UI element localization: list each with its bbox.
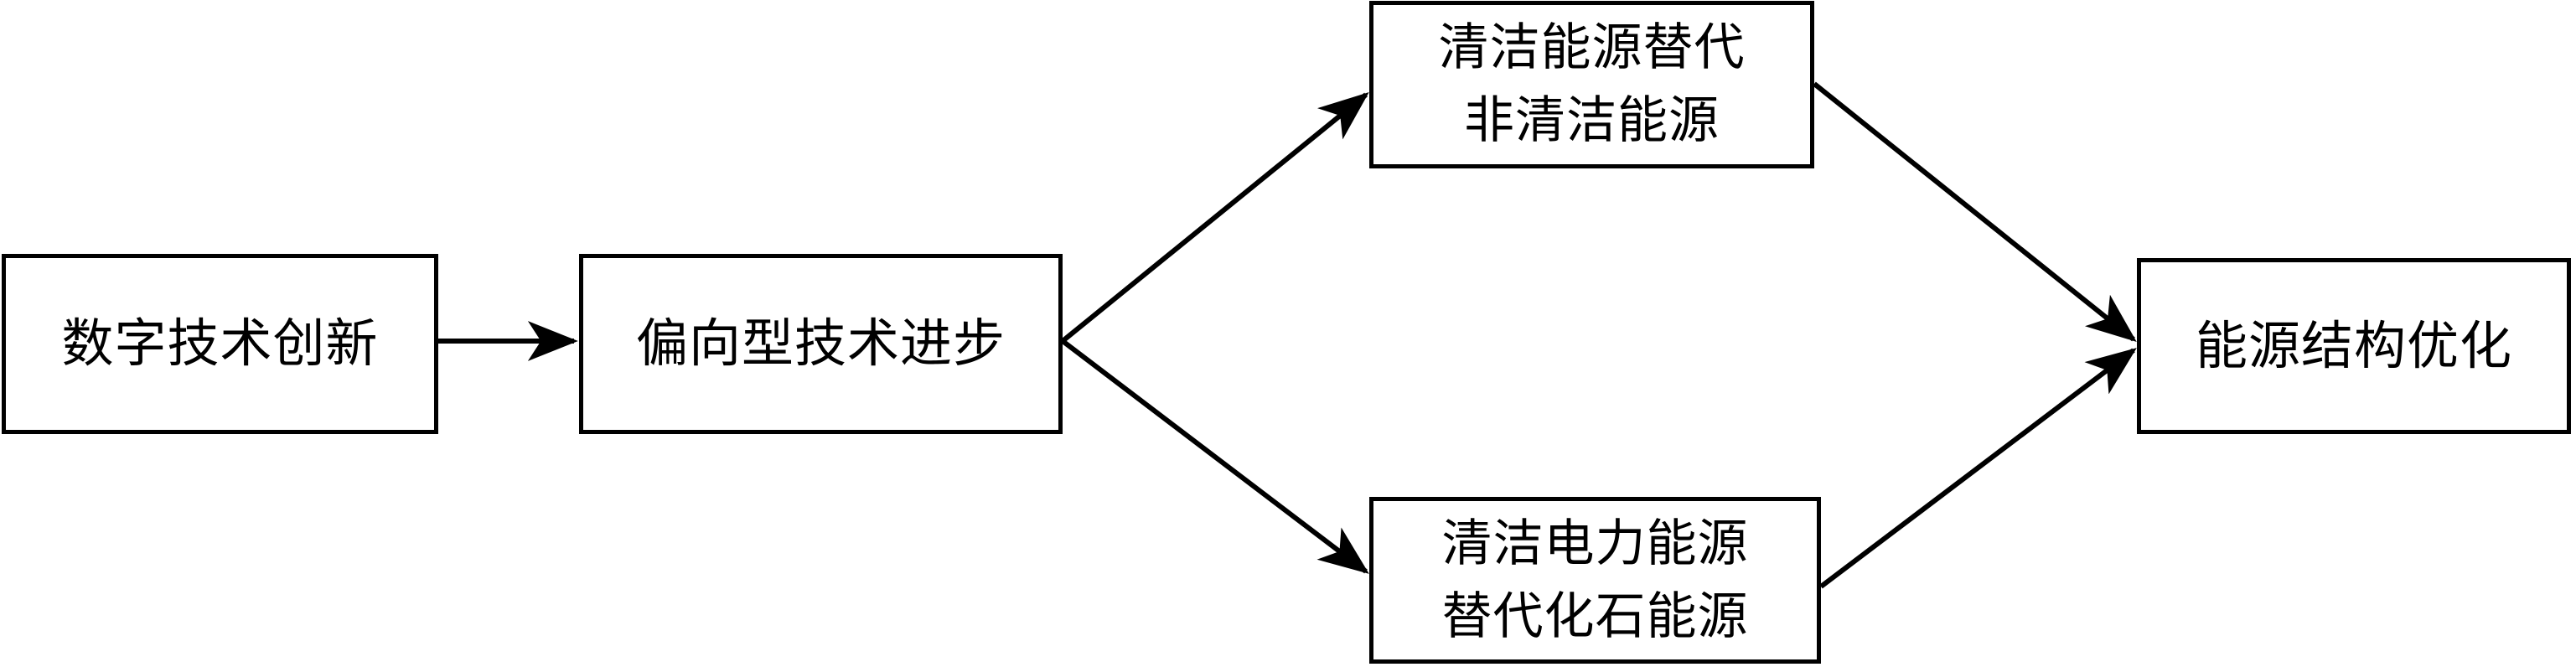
edge-clean-power-to-optimization [1819,348,2137,589]
node-clean-energy-replaces-unclean-energy[interactable]: 清洁能源替代 非清洁能源 [1369,1,1814,168]
edge-progress-to-clean-power [1061,339,1369,574]
node-label: 能源结构优化 [2195,314,2512,376]
node-label: 偏向型技术进步 [635,313,1006,375]
node-clean-power-replaces-fossil-energy[interactable]: 清洁电力能源 替代化石能源 [1369,497,1821,664]
node-label: 清洁能源替代 非清洁能源 [1438,18,1746,150]
node-label: 数字技术创新 [61,313,379,375]
node-biased-technological-progress[interactable]: 偏向型技术进步 [579,254,1063,434]
node-energy-structure-optimization[interactable]: 能源结构优化 [2137,258,2571,434]
edge-clean-energy-to-optimization [1813,81,2137,342]
node-digital-technology-innovation[interactable]: 数字技术创新 [2,254,438,434]
edge-progress-to-clean-energy [1061,91,1369,344]
node-label: 清洁电力能源 替代化石能源 [1441,514,1749,646]
